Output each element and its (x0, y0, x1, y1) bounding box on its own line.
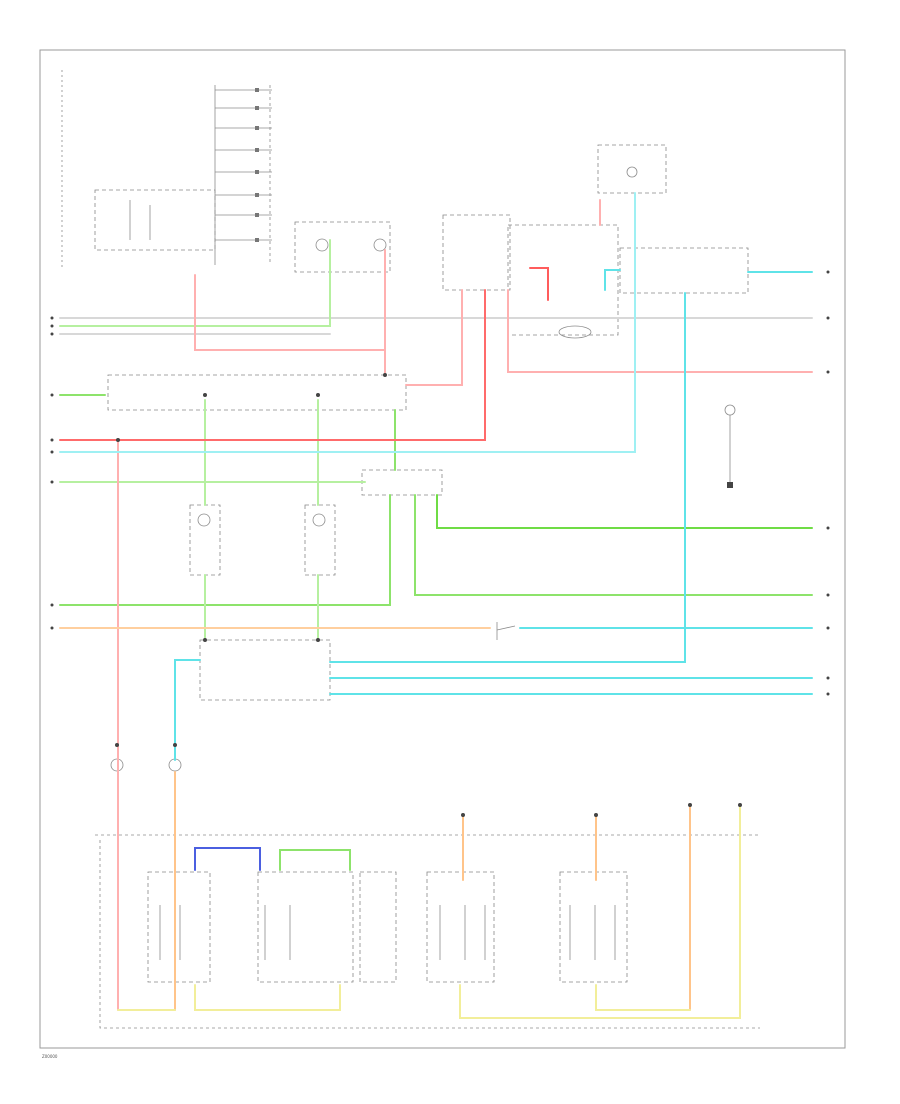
yellow-wires (117, 804, 741, 1019)
horizontal-module (107, 374, 407, 411)
right-lamp-ground (724, 404, 736, 488)
ground-loop (99, 840, 760, 1029)
green-wire-9 (436, 494, 813, 529)
lamp-right (304, 504, 336, 576)
blue-wire (194, 847, 261, 871)
right-edge-connectors (826, 270, 830, 696)
upper-right-module (597, 144, 667, 194)
second-switch-box (294, 221, 391, 273)
green-wire-12 (279, 849, 351, 871)
footer-code: Z00000 (42, 1054, 58, 1059)
junction-dots (115, 373, 742, 817)
left-switch-box (94, 189, 216, 251)
lamp-left (189, 504, 221, 576)
diagram-frame (39, 49, 846, 1049)
yellow-wire-4 (595, 984, 691, 1011)
relay-block (199, 639, 331, 701)
center-control-module (442, 214, 511, 291)
yellow-wire-3 (459, 804, 741, 1019)
green-wires (59, 239, 813, 871)
red-wire-7 (529, 267, 549, 301)
green-wire-8 (414, 494, 813, 596)
cyan-wire-9 (174, 659, 201, 761)
cyan-wire-1 (59, 289, 636, 453)
switch-column (214, 85, 272, 265)
right-control-unit (619, 247, 749, 294)
green-wire-7 (59, 494, 391, 606)
cyan-wire-4 (604, 269, 621, 291)
inline-switch (496, 622, 516, 640)
red-wire-4 (405, 289, 463, 386)
red-wire-6 (507, 289, 813, 373)
cyan-wire-6 (329, 292, 686, 663)
mid-right-component (507, 224, 619, 339)
lower-left-sensors (110, 758, 182, 772)
yellow-wire-2 (194, 984, 341, 1011)
red-wire-1 (194, 274, 386, 376)
connector-block (361, 469, 443, 496)
red-wires (59, 199, 813, 1011)
cyan-wires (59, 192, 813, 761)
bottom-components (147, 871, 628, 983)
orange-wires (59, 627, 691, 1011)
green-wire-1 (59, 239, 331, 327)
left-edge-connectors (50, 316, 54, 630)
red-wire-3 (59, 289, 486, 441)
